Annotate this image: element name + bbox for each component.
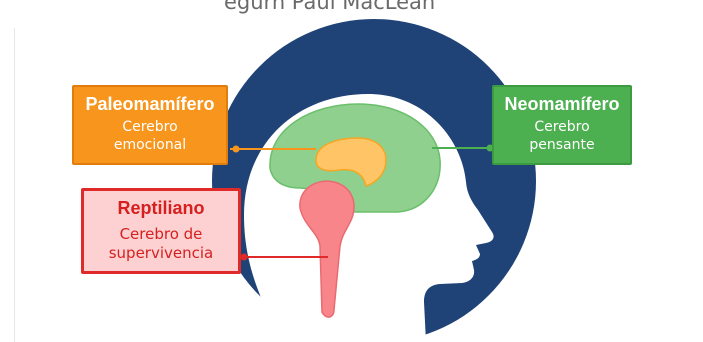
reptiliano-label-box: Reptiliano Cerebro de supervivencia <box>81 188 241 274</box>
frame-left-border <box>14 28 15 342</box>
limbic-region <box>315 137 387 187</box>
neomamifero-label-box: Neomamífero Cerebro pensante <box>492 85 632 165</box>
reptiliano-title: Reptiliano <box>117 198 205 218</box>
reptilian-brain-region <box>299 180 355 318</box>
paleomamifero-label-box: Paleomamífero Cerebro emocional <box>72 85 228 165</box>
reptiliano-subtitle: Cerebro de supervivencia <box>108 225 214 262</box>
page-header-fragment: egúrn Paul MacLean <box>224 0 436 14</box>
neo-connector-dot <box>486 144 494 152</box>
reptilian-connector-dot <box>240 253 248 261</box>
paleo-connector-dot <box>232 145 240 153</box>
paleomamifero-subtitle: Cerebro emocional <box>113 119 187 153</box>
neomamifero-subtitle: Cerebro pensante <box>529 119 595 153</box>
paleomamifero-title: Paleomamífero <box>85 94 215 114</box>
neomamifero-title: Neomamífero <box>504 94 620 114</box>
